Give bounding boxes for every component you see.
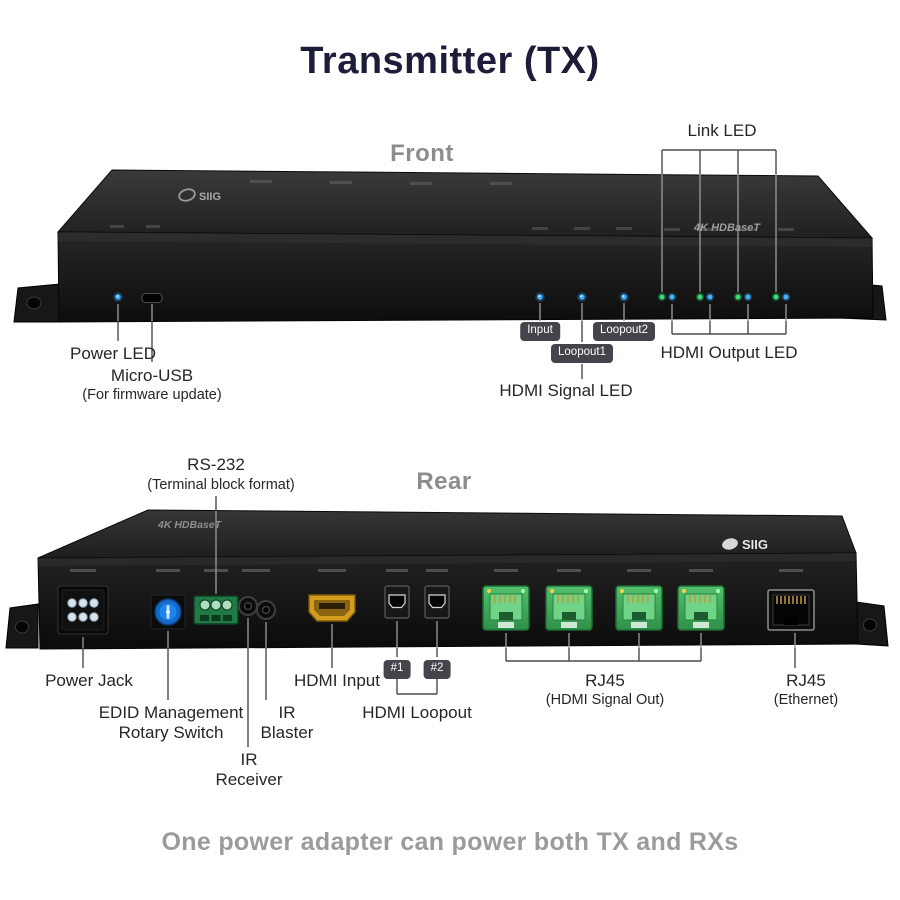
front-callout-lines: [117, 149, 787, 379]
rear-device: 4K HDBaseT SIIG: [5, 509, 889, 650]
hdmi-loopout-label: HDMI Loopout: [362, 703, 472, 722]
hdmi-signal-led-label: HDMI Signal LED: [499, 381, 633, 400]
input-led-badge: Input: [520, 322, 560, 341]
ir-receiver-label-line1: IR: [240, 750, 258, 769]
footer-note: One power adapter can power both TX and …: [161, 828, 739, 856]
svg-text:SIIG: SIIG: [199, 191, 221, 203]
micro-usb-label: Micro-USB: [110, 366, 194, 385]
hdmi-input-port: [308, 594, 356, 622]
ir-blaster-label-line2: Blaster: [260, 723, 314, 742]
micro-usb-note: (For firmware update): [82, 387, 222, 403]
front-section-label: Front: [390, 140, 454, 167]
rs232-label: RS-232: [187, 455, 245, 474]
rs232-terminal-block: [193, 595, 239, 625]
front-silkscreen-print: [110, 180, 794, 231]
rotary-switch-label: Rotary Switch: [118, 723, 224, 742]
ir-blaster-label-line1: IR: [278, 703, 296, 722]
ir-receiver-jack: [238, 596, 258, 616]
rear-section-label: Rear: [416, 468, 472, 495]
loopout-2-badge: #2: [423, 660, 451, 679]
rs232-note: (Terminal block format): [147, 477, 295, 493]
rear-callout-lines: [82, 496, 796, 747]
rj45-signal-note: (HDMI Signal Out): [545, 692, 665, 708]
svg-text:SIIG: SIIG: [742, 537, 768, 552]
siig-logo-front: SIIG: [178, 188, 221, 203]
rj45-ethernet-label: RJ45: [786, 671, 826, 690]
rear-right-mount-ear: [855, 601, 889, 647]
micro-usb-port: [141, 293, 163, 303]
front-device: SIIG 4K HDBaseT: [13, 169, 887, 323]
siig-logo-rear: SIIG: [722, 537, 768, 552]
hdmi-signal-leds: [535, 292, 629, 302]
rear-top-face: [37, 509, 857, 559]
hdbaset-badge-front: 4K HDBaseT: [693, 222, 761, 234]
rear-left-mount-ear: [5, 603, 39, 649]
page-title: Transmitter (TX): [300, 40, 600, 82]
rear-silkscreen-print: [70, 569, 803, 572]
rj45-port-1: [482, 585, 530, 631]
loopout2-led-badge: Loopout2: [593, 322, 655, 341]
loopout1-led-badge: Loopout1: [551, 344, 613, 363]
edid-management-label: EDID Management: [98, 703, 244, 722]
hdmi-input-label: HDMI Input: [294, 671, 380, 690]
link-led-label: Link LED: [687, 121, 757, 140]
rj45-port-2: [545, 585, 593, 631]
power-led-label: Power LED: [70, 344, 156, 363]
hdmi-output-link-leds: [657, 292, 791, 302]
rj45-port-4: [677, 585, 725, 631]
rj45-ethernet-port: [767, 589, 815, 631]
power-jack-port: [57, 585, 109, 635]
rj45-ethernet-note: (Ethernet): [773, 692, 839, 708]
hdmi-loopout-port-1: [384, 585, 410, 619]
power-jack-label: Power Jack: [45, 671, 133, 690]
ir-receiver-label-line2: Receiver: [215, 770, 283, 789]
front-left-mount-ear: [13, 283, 61, 323]
hdbaset-badge-rear: 4K HDBaseT: [157, 519, 223, 531]
hdmi-output-led-label: HDMI Output LED: [660, 343, 798, 362]
edid-rotary-switch: [150, 594, 186, 630]
ir-blaster-jack: [256, 600, 276, 620]
rj45-port-3: [615, 585, 663, 631]
power-led-light: [113, 292, 123, 302]
rj45-signal-label: RJ45: [585, 671, 625, 690]
loopout-1-badge: #1: [383, 660, 411, 679]
hdmi-loopout-port-2: [424, 585, 450, 619]
